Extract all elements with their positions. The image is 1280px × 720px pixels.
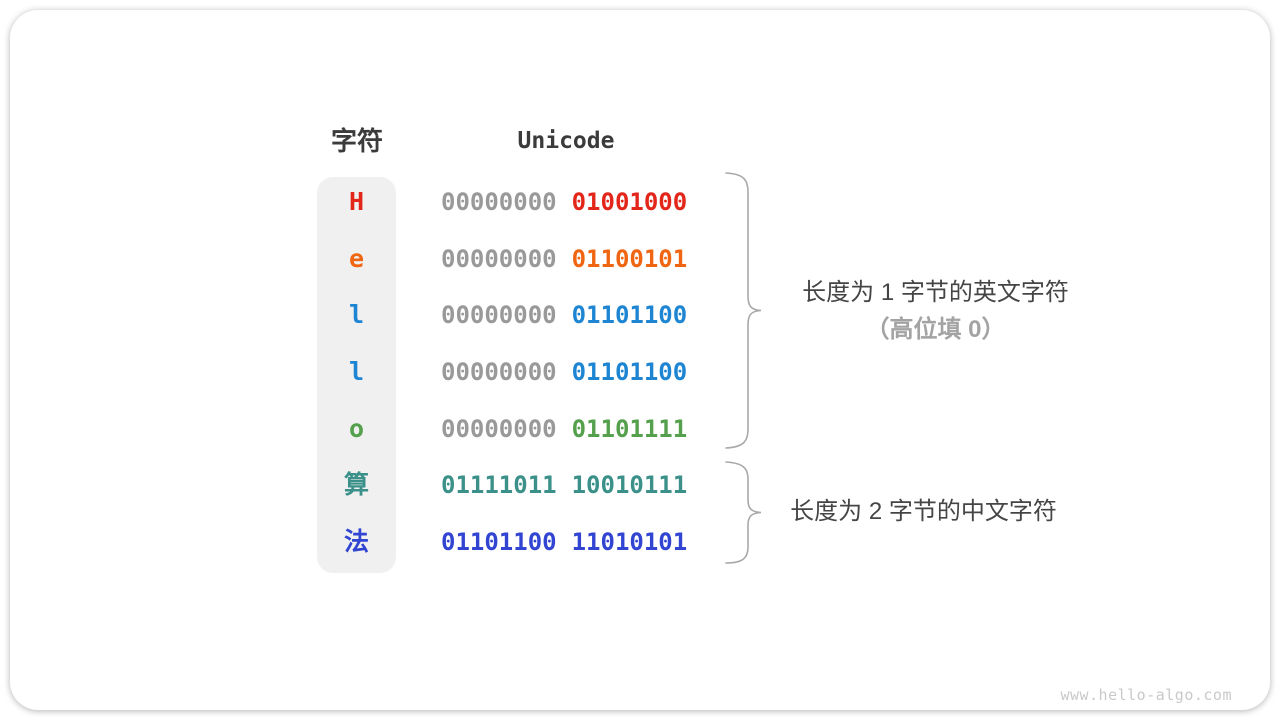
char-column-background: [317, 177, 396, 573]
character-cell: H: [348, 187, 365, 216]
diagram-card: 字符 Unicode H 00000000 01001000 e 00000000…: [10, 10, 1270, 710]
annotation-english-line2: （高位填 0）: [865, 316, 1006, 343]
annotation-chinese-chars: 长度为 2 字节的中文字符: [790, 498, 1057, 525]
high-byte: 01111011: [441, 471, 557, 499]
encoding-row-l1: l 00000000 01101100: [317, 287, 737, 343]
high-byte: 00000000: [441, 358, 557, 386]
low-byte: 01100101: [571, 245, 688, 273]
encoding-row-fa: 法 01101100 11010101: [317, 514, 737, 570]
brace-english-group-icon: [725, 172, 762, 449]
encoding-row-o: o 00000000 01101111: [317, 401, 737, 457]
high-byte: 00000000: [441, 188, 557, 216]
character-cell: 法: [343, 528, 369, 556]
unicode-bits: 00000000 01101100: [441, 287, 687, 343]
unicode-bits: 00000000 01100101: [441, 231, 687, 287]
char-column-header: 字符: [330, 126, 383, 156]
character-cell: l: [348, 357, 365, 386]
unicode-column-header: Unicode: [517, 128, 615, 154]
character-cell: e: [348, 244, 365, 273]
low-byte: 01101111: [571, 415, 688, 443]
encoding-row-e: e 00000000 01100101: [317, 231, 737, 287]
character-cell: l: [348, 300, 365, 329]
low-byte: 01001000: [571, 188, 688, 216]
character-cell: 算: [343, 471, 369, 499]
encoding-row-suan: 算 01111011 10010111: [317, 457, 737, 513]
high-byte: 00000000: [441, 245, 557, 273]
unicode-bits: 00000000 01001000: [441, 174, 687, 230]
encoding-row-H: H 00000000 01001000: [317, 174, 737, 230]
annotation-english-line1: 长度为 1 字节的英文字符: [802, 279, 1069, 306]
unicode-bits: 00000000 01101111: [441, 401, 687, 457]
unicode-bits: 01101100 11010101: [441, 514, 687, 570]
low-byte: 01101100: [571, 358, 688, 386]
unicode-bits: 01111011 10010111: [441, 457, 687, 513]
encoding-row-l2: l 00000000 01101100: [317, 344, 737, 400]
group-braces: [725, 172, 762, 564]
brace-chinese-group-icon: [725, 461, 762, 564]
character-cell: o: [348, 414, 365, 443]
annotation-english-chars: 长度为 1 字节的英文字符 （高位填 0）: [768, 274, 1103, 348]
low-byte: 11010101: [571, 528, 688, 556]
high-byte: 00000000: [441, 415, 557, 443]
unicode-bits: 00000000 01101100: [441, 344, 687, 400]
high-byte: 01101100: [441, 528, 557, 556]
low-byte: 10010111: [571, 471, 688, 499]
low-byte: 01101100: [571, 301, 688, 329]
high-byte: 00000000: [441, 301, 557, 329]
watermark: www.hello-algo.com: [1060, 686, 1232, 704]
